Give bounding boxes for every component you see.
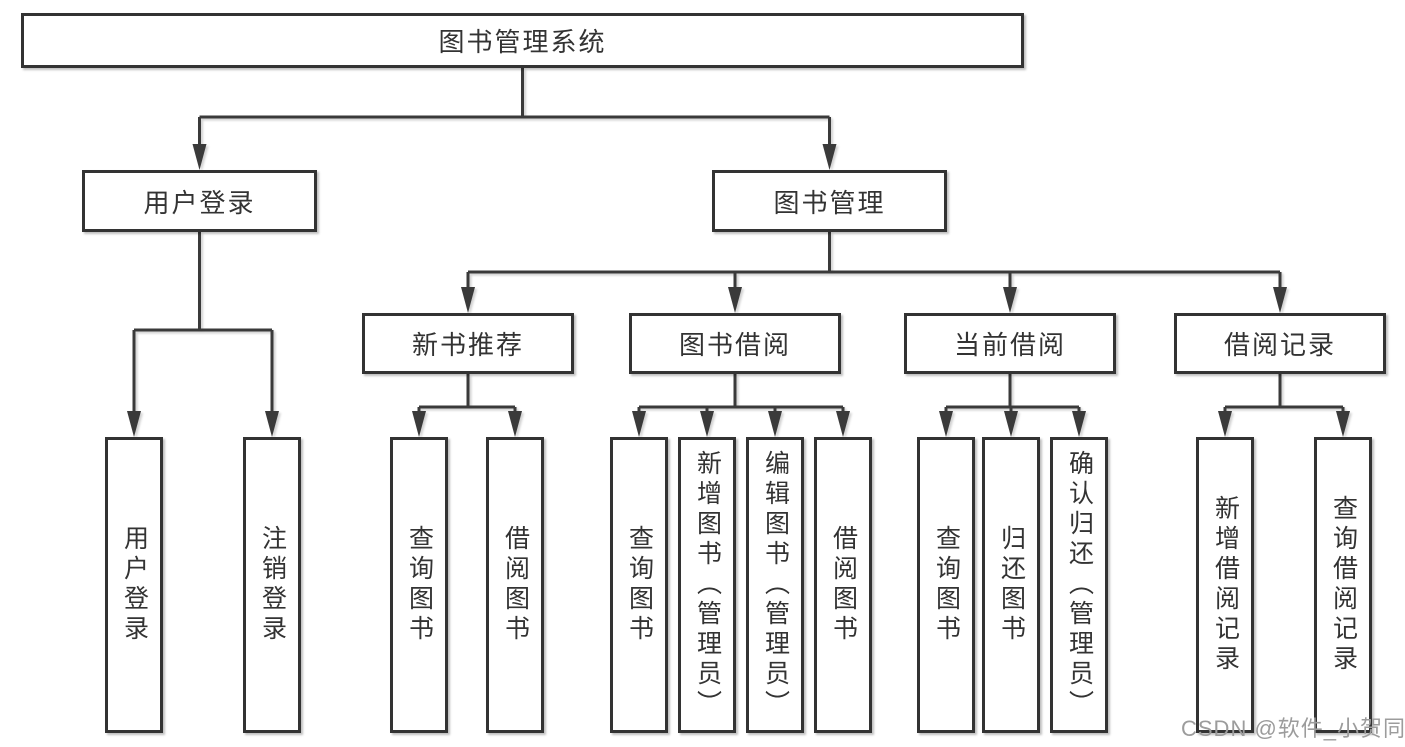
leaf-query-book-borrowing: 查询图书 [610, 437, 668, 733]
node-user-login: 用户登录 [82, 170, 317, 232]
leaf-query-book-recommend: 查询图书 [390, 437, 448, 733]
leaf-label: 借阅图书 [501, 525, 530, 645]
node-borrowing-records: 借阅记录 [1174, 313, 1386, 374]
leaf-add-book-admin: 新增图书（管理员） [678, 437, 736, 733]
leaf-add-borrow-record: 新增借阅记录 [1196, 437, 1254, 733]
node-current-borrowing: 当前借阅 [904, 313, 1116, 374]
leaf-label: 新增图书（管理员） [693, 450, 722, 720]
leaf-label: 编辑图书（管理员） [761, 450, 790, 720]
leaf-label: 注销登录 [258, 525, 287, 645]
node-new-book-recommend: 新书推荐 [362, 313, 574, 374]
leaf-confirm-return-admin: 确认归还（管理员） [1050, 437, 1108, 733]
csdn-watermark: CSDN @软件_小贺同学 [1181, 716, 1405, 741]
leaf-label: 查询借阅记录 [1329, 495, 1358, 675]
leaf-label: 查询图书 [405, 525, 434, 645]
leaf-label: 查询图书 [625, 525, 654, 645]
node-root-system: 图书管理系统 [21, 13, 1024, 68]
leaf-edit-book-admin: 编辑图书（管理员） [746, 437, 804, 733]
leaf-label: 确认归还（管理员） [1065, 450, 1094, 720]
leaf-label: 借阅图书 [829, 525, 858, 645]
leaf-query-book-current: 查询图书 [917, 437, 975, 733]
arrowheads [127, 144, 1350, 437]
leaf-return-book: 归还图书 [982, 437, 1040, 733]
leaf-borrow-book: 借阅图书 [814, 437, 872, 733]
leaf-label: 新增借阅记录 [1211, 495, 1240, 675]
node-book-management: 图书管理 [712, 170, 947, 232]
leaf-label: 用户登录 [120, 525, 149, 645]
leaf-user-login: 用户登录 [105, 437, 163, 733]
node-book-borrowing: 图书借阅 [629, 313, 841, 374]
leaf-label: 查询图书 [932, 525, 961, 645]
leaf-borrow-book-recommend: 借阅图书 [486, 437, 544, 733]
leaf-query-borrow-record: 查询借阅记录 [1314, 437, 1372, 733]
leaf-logout: 注销登录 [243, 437, 301, 733]
leaf-label: 归还图书 [997, 525, 1026, 645]
